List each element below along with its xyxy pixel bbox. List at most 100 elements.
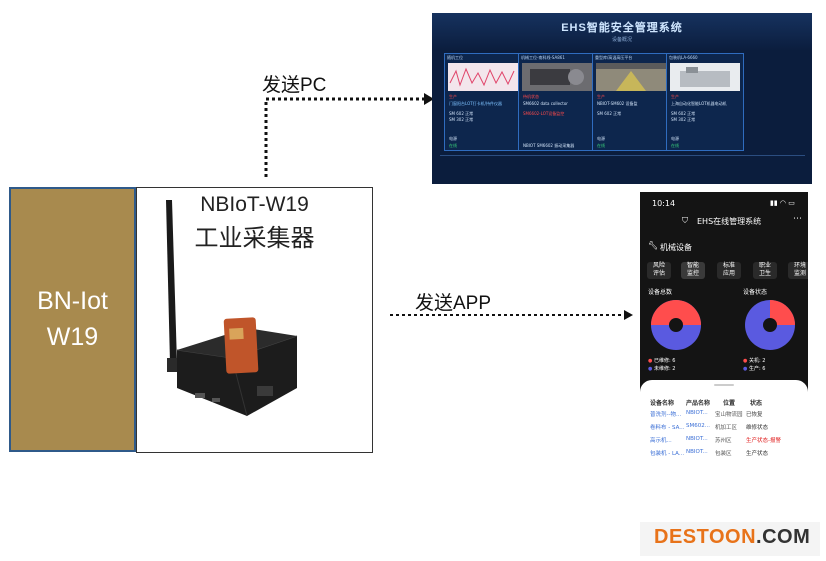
card-desc: 门窗阳台LOT打卡机/持件仪器 bbox=[449, 101, 503, 106]
card-line: SM 302 正常 bbox=[449, 117, 474, 122]
machine-photo-icon bbox=[522, 63, 592, 91]
signal-icon: ▮▮ ◠ ▭ bbox=[770, 199, 795, 207]
packaging-machine-icon bbox=[670, 63, 740, 91]
card-line: SM 602 正常 bbox=[597, 111, 622, 116]
card-footer: 电源 bbox=[597, 136, 605, 141]
device-box: NBIoT-W19 工业采集器 bbox=[136, 187, 373, 453]
table-cell: 已恢复 bbox=[746, 412, 763, 418]
table-header: 位置 bbox=[723, 400, 736, 407]
watermark-text: DESTOON bbox=[654, 526, 757, 548]
chart-left-title: 设备总数 bbox=[648, 289, 673, 296]
dashboard-divider bbox=[440, 155, 805, 156]
table-cell: 维修状态 bbox=[746, 425, 769, 431]
app-title: EHS在线管理系统 bbox=[697, 217, 762, 226]
status-time: 10:14 bbox=[652, 199, 676, 208]
more-icon[interactable]: ⋯ bbox=[793, 214, 802, 224]
table-cell: 宝山物流园 bbox=[715, 412, 743, 418]
card-line: SM 602 正常 bbox=[449, 111, 474, 116]
table-cell: 生产状态-报警 bbox=[746, 438, 781, 444]
card-desc: NBIOT-SM602 设备监 bbox=[597, 101, 638, 106]
card-footer: NBIOT SM6602 振动采集器 bbox=[523, 143, 575, 148]
legend-item: ● 生产: 6 bbox=[743, 366, 766, 372]
drag-handle[interactable] bbox=[714, 384, 734, 386]
chart-thumbnail-icon bbox=[448, 63, 518, 91]
shield-icon: ⛉ bbox=[682, 216, 688, 225]
warehouse-photo-icon bbox=[596, 63, 666, 91]
dashboard-subtitle: 设备概况 bbox=[611, 37, 632, 43]
tab-label: 环境 bbox=[793, 262, 806, 269]
table-cell: NBIOT... bbox=[686, 449, 708, 455]
card-footer: 在线 bbox=[597, 143, 605, 148]
tab-standard[interactable]: 标准应用 bbox=[717, 262, 741, 279]
card-footer: 电源 bbox=[671, 136, 679, 141]
table-cell[interactable]: 卷料布 - SA... bbox=[650, 425, 685, 431]
card-status: 生产 bbox=[449, 94, 457, 99]
panel-label-line2: W19 bbox=[46, 323, 99, 351]
table-cell: 生产状态 bbox=[746, 451, 769, 457]
table-header: 产品名称 bbox=[686, 400, 711, 407]
tab-label: 评估 bbox=[652, 270, 665, 277]
card-status: 生产 bbox=[671, 94, 679, 99]
donut-right-red bbox=[770, 300, 795, 325]
card-footer: 在线 bbox=[671, 143, 679, 148]
table-cell: 机加工区 bbox=[715, 425, 738, 431]
donut-charts bbox=[651, 300, 795, 350]
card-title: 随机工位 bbox=[447, 55, 463, 60]
send-app-label: 发送APP bbox=[415, 293, 492, 314]
panel-label-line1: BN-Iot bbox=[37, 287, 108, 315]
legend-item: ● 未维修: 2 bbox=[648, 366, 676, 372]
router-device-icon bbox=[166, 200, 298, 417]
table-cell: NBIOT... bbox=[686, 410, 708, 416]
card-line: SM 302 正常 bbox=[671, 117, 696, 122]
bn-iot-panel: BN-Iot W19 bbox=[9, 187, 136, 452]
table-cell[interactable]: 高示机... bbox=[650, 438, 672, 444]
tab-environment[interactable]: 环境监测 bbox=[788, 262, 808, 279]
tab-label: 监测 bbox=[793, 270, 806, 277]
device-card[interactable]: 重型库/高温高压平台 生产 NBIOT-SM602 设备监 SM 602 正常 … bbox=[592, 53, 670, 151]
table-cell: SM602... bbox=[686, 423, 710, 429]
table-cell: 包装区 bbox=[715, 451, 732, 457]
device-card[interactable]: 包装机LA-6660 生产 上海自动化智能LOT机器电动机 SM 602 正常 … bbox=[666, 53, 744, 151]
dashboard-header bbox=[432, 13, 812, 51]
card-line: SM 602 正常 bbox=[671, 111, 696, 116]
tab-label: 标准 bbox=[722, 262, 735, 269]
card-line: SM6602-LOT设备监控 bbox=[523, 111, 565, 116]
legend-item: ● 已维修: 6 bbox=[648, 358, 676, 364]
card-status: 生产 bbox=[597, 94, 605, 99]
tab-label: 风险 bbox=[652, 262, 665, 269]
card-desc: SM6602 data collector bbox=[523, 101, 568, 106]
legend-item: ● 关机: 2 bbox=[743, 358, 766, 364]
tab-monitor[interactable]: 智能监控 bbox=[681, 262, 705, 279]
card-footer: 在线 bbox=[449, 143, 457, 148]
dashboard-title: EHS智能安全管理系统 bbox=[561, 22, 683, 34]
card-status: 待机状态 bbox=[523, 94, 539, 99]
device-card[interactable]: 随机工位 生产 门窗阳台LOT打卡机/持件仪器 SM 602 正常 SM 302… bbox=[444, 53, 522, 151]
donut-left-red bbox=[651, 300, 701, 325]
table-cell: 苏州区 bbox=[715, 438, 732, 444]
send-pc-label: 发送PC bbox=[262, 75, 327, 96]
tab-health[interactable]: 职业卫生 bbox=[753, 262, 777, 279]
pc-dashboard: EHS智能安全管理系统 设备概况 随机工位 生产 门窗阳台LOT打卡机/持件仪器… bbox=[432, 13, 812, 184]
table-cell[interactable]: 包装机 - LA... bbox=[650, 451, 685, 457]
tab-risk[interactable]: 风险评估 bbox=[647, 262, 671, 279]
tab-label: 智能 bbox=[686, 262, 699, 269]
card-title: 机械工位-南科线-SA861 bbox=[521, 55, 565, 60]
table-header: 状态 bbox=[750, 400, 763, 407]
table-cell[interactable]: 普洗剂--物... bbox=[650, 412, 682, 418]
tab-label: 监控 bbox=[686, 270, 699, 277]
card-title: 包装机LA-6660 bbox=[669, 55, 698, 60]
wrench-icon: 🔧︎ bbox=[648, 241, 659, 250]
device-title-line1: NBIoT-W19 bbox=[200, 193, 309, 216]
card-footer: 电源 bbox=[449, 136, 457, 141]
device-card[interactable]: 机械工位-南科线-SA861 待机状态 SM6602 data collecto… bbox=[518, 53, 596, 151]
tab-label: 卫生 bbox=[758, 270, 771, 277]
chart-right-title: 设备状态 bbox=[743, 289, 768, 296]
device-title-line2: 工业采集器 bbox=[194, 225, 315, 252]
section-title: 机械设备 bbox=[660, 243, 692, 252]
tab-label: 应用 bbox=[722, 270, 735, 277]
table-cell: NBIOT... bbox=[686, 436, 708, 442]
card-title: 重型库/高温高压平台 bbox=[595, 55, 633, 60]
mobile-app: 10:14 ▮▮ ◠ ▭ ⛉ EHS在线管理系统 ⋯ 🔧︎ 机械设备 风险评估 … bbox=[640, 192, 808, 559]
card-desc: 上海自动化智能LOT机器电动机 bbox=[671, 101, 727, 106]
